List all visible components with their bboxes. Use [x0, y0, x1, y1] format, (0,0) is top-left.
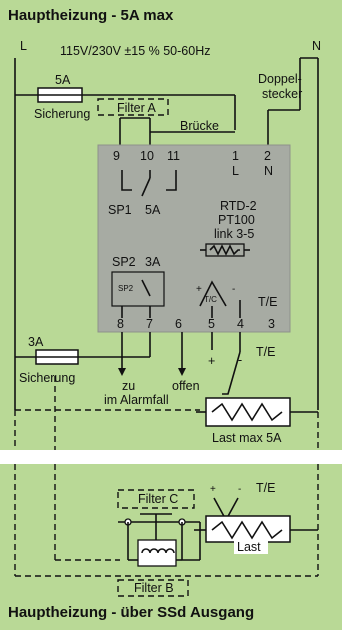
tc-label: T/C	[204, 295, 217, 304]
terminal-4: 4	[237, 317, 244, 331]
alarm-word2: offen	[172, 379, 200, 393]
fuse-bottom-label: Sicherung	[19, 371, 75, 385]
tc-plus: +	[196, 284, 202, 295]
alarm-phrase: im Alarmfall	[104, 393, 169, 407]
sensor-line2: PT100	[218, 213, 255, 227]
terminal-7: 7	[146, 317, 153, 331]
plug-label-line1: Doppel-	[258, 72, 302, 86]
load-top-resistor	[211, 402, 283, 422]
sensor-line1: RTD-2	[220, 199, 257, 213]
relay2-switch-arm	[141, 279, 151, 297]
relay2-rating: 3A	[145, 255, 161, 269]
te-label-bottom: T/E	[256, 481, 275, 495]
tc-bottom-minus: -	[238, 484, 241, 495]
filter-a-box	[97, 98, 169, 116]
arrow-8	[118, 368, 126, 376]
filter-b-label: Filter B	[134, 581, 174, 595]
load-bottom-box	[205, 515, 291, 543]
terminal-5: 5	[208, 317, 215, 331]
relay2-name: SP2	[112, 255, 136, 269]
tc-symbol	[199, 280, 227, 307]
terminal-1-sub: L	[232, 164, 239, 178]
terminal-3: 3	[268, 317, 275, 331]
terminal-10: 10	[140, 149, 154, 163]
load-bottom-label: Last	[237, 540, 261, 554]
relay1-contact-no	[121, 170, 132, 191]
load-top-label: Last max 5A	[212, 431, 282, 445]
terminal-9: 9	[113, 149, 120, 163]
sensor-line3: link 3-5	[214, 227, 254, 241]
te-label-outside: T/E	[256, 345, 275, 359]
plug-label-line2: stecker	[262, 87, 302, 101]
relay2-inner-label: SP2	[118, 284, 134, 293]
load-bottom-resistor	[211, 520, 283, 540]
polarity-minus: -	[238, 353, 242, 367]
relay1-name: SP1	[108, 203, 132, 217]
contactor-coil	[141, 548, 175, 554]
relay1-contact-nc	[166, 170, 177, 191]
supply-voltage: 115V/230V ±15 % 50-60Hz	[60, 44, 210, 58]
terminal-2-sub: N	[264, 164, 273, 178]
relay2-box	[111, 271, 165, 307]
title-top: Hauptheizung - 5A max	[8, 7, 174, 24]
tc-minus: -	[232, 284, 235, 295]
terminal-2: 2	[264, 149, 271, 163]
polarity-plus: +	[208, 354, 215, 368]
rtd-resistor-zigzag	[209, 244, 240, 256]
controller-body	[97, 144, 291, 333]
terminal-1: 1	[232, 149, 239, 163]
tc-bottom-plus: +	[210, 484, 216, 495]
supply-n-label: N	[312, 39, 321, 53]
filter-c-box	[117, 489, 195, 509]
wire-to-load-top	[222, 351, 241, 395]
arrow-6	[178, 368, 186, 376]
relay1-rating: 5A	[145, 203, 161, 217]
fuse-top-rating: 5A	[55, 73, 71, 87]
terminal-8: 8	[117, 317, 124, 331]
terminal-6: 6	[175, 317, 182, 331]
title-bottom: Hauptheizung - über SSd Ausgang	[8, 604, 254, 621]
te-label-inside: T/E	[258, 295, 277, 309]
terminal-11: 11	[167, 149, 180, 163]
fuse-top-label: Sicherung	[34, 107, 90, 121]
load-top-box	[205, 397, 291, 427]
filter-a-label: Filter A	[117, 101, 157, 115]
alarm-word1: zu	[122, 379, 135, 393]
fuse-bottom-rating: 3A	[28, 335, 44, 349]
relay1-switch-arm	[141, 177, 151, 197]
load-bottom-label-bg	[234, 540, 268, 554]
contactor-coil-box	[137, 539, 177, 567]
panel-gap	[0, 450, 342, 464]
filter-b-box	[117, 579, 189, 597]
bridge-label: Brücke	[180, 119, 219, 133]
supply-l-label: L	[20, 39, 27, 53]
filter-c-label: Filter C	[138, 492, 178, 506]
